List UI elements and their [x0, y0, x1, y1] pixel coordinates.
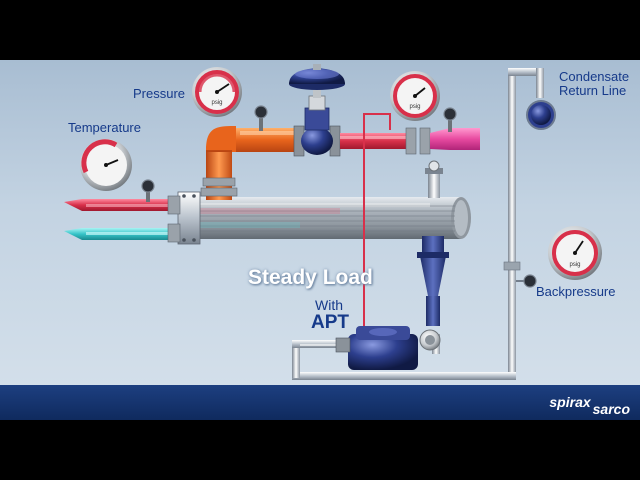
condensate-outlet-drop: [417, 236, 449, 326]
backpressure-gauge-unit: psig: [569, 262, 580, 268]
condensate-label-line2: Return Line: [559, 83, 627, 98]
footer-bar: [0, 385, 640, 420]
valve-actuator: [289, 64, 345, 90]
process-fluid-inlet-pipe: [64, 228, 180, 240]
heat-exchanger-shell: [196, 197, 471, 239]
pressure-label: Pressure: [133, 86, 186, 101]
pressure-gauge-left-unit: psig: [211, 100, 222, 106]
steam-line-right: [340, 127, 480, 155]
temperature-gauge: [80, 139, 132, 191]
backpressure-label: Backpressure: [536, 284, 616, 299]
pressure-gauge-tap-left: [254, 105, 268, 131]
steam-supply-pipe: [200, 126, 298, 200]
process-fluid-outlet-pipe: [64, 199, 180, 211]
pressure-gauge-tap-right: [443, 107, 457, 132]
scenario-title: Steady Load: [248, 266, 373, 289]
condensate-return-label: Condensate Return Line: [559, 70, 629, 98]
pressure-gauge-right: psig: [390, 71, 440, 121]
condensate-return-indicator-icon: [526, 100, 556, 130]
backpressure-gauge: psig: [548, 226, 602, 280]
control-valve: [293, 90, 341, 157]
apt-pump-trap: [335, 326, 441, 370]
with-label: With: [315, 297, 343, 313]
exchanger-head-flange: [167, 191, 201, 245]
apt-label: APT: [311, 312, 349, 333]
logo-part-2: sarco: [592, 401, 630, 417]
condensate-label-line1: Condensate: [559, 69, 630, 84]
backpressure-gauge-tap: [523, 274, 537, 288]
temperature-label: Temperature: [68, 120, 141, 135]
air-vent: [425, 160, 443, 198]
pressure-gauge-left: psig: [192, 67, 242, 117]
pressure-gauge-right-unit: psig: [409, 104, 420, 110]
pilot-signal-line: [363, 113, 391, 330]
logo-part-1: spirax: [549, 394, 591, 410]
temperature-gauge-tap: [141, 179, 155, 202]
